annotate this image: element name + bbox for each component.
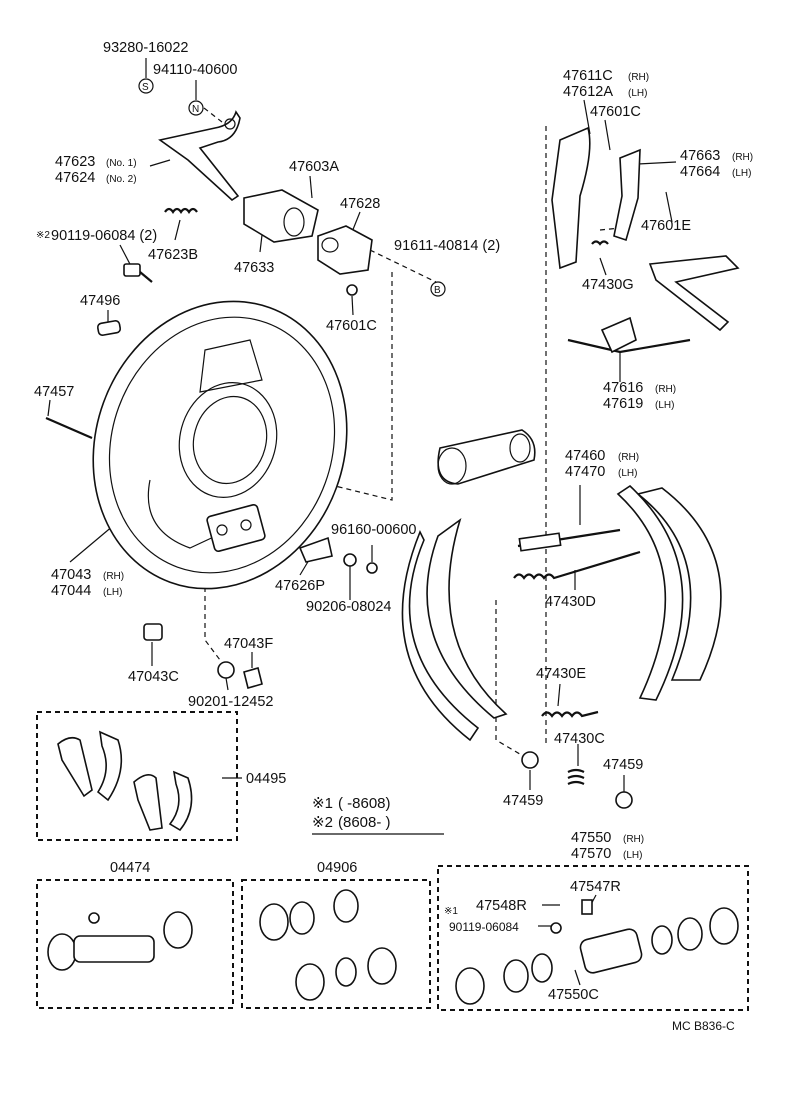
- part-labels: 93280-16022 94110-40600 47623 (No. 1) 47…: [34, 40, 753, 1003]
- label-47624: 47624: [55, 170, 95, 186]
- label-47619: 47619: [603, 396, 643, 412]
- bellcrank-47633: [243, 189, 373, 275]
- return-spring: [164, 207, 198, 214]
- shoe-set-04495: [57, 730, 193, 832]
- label-47430g: 47430G: [582, 277, 634, 293]
- label-04474: 04474: [110, 860, 150, 876]
- label-47603a: 47603A: [289, 159, 339, 175]
- label-90119-06084-2: 90119-06084 (2): [51, 228, 157, 244]
- label-47612a: 47612A: [563, 84, 613, 100]
- label-47623: 47623: [55, 154, 95, 170]
- label-47616: 47616: [603, 380, 643, 396]
- note1-mark: ※1: [312, 795, 333, 812]
- label-47612a-lh: (LH): [628, 88, 647, 99]
- label-47548r: 47548R: [476, 898, 527, 914]
- label-47043c: 47043C: [128, 669, 179, 685]
- label-47496: 47496: [80, 293, 120, 309]
- label-47550-rh: (RH): [623, 834, 644, 845]
- label-04495: 04495: [246, 771, 286, 787]
- label-47043-rh: (RH): [103, 571, 124, 582]
- label-47619-lh: (LH): [655, 400, 674, 411]
- cylinder-kit-04906: [259, 889, 397, 1001]
- label-96160-00600: 96160-00600: [331, 522, 416, 538]
- label-47628: 47628: [340, 196, 380, 212]
- label-47663: 47663: [680, 148, 720, 164]
- shoe-right: [616, 484, 722, 701]
- label-47043: 47043: [51, 567, 91, 583]
- wheel-cylinder-assy-47550: [455, 899, 739, 1005]
- cylinder-kit-04474: [47, 911, 193, 971]
- label-47044: 47044: [51, 583, 91, 599]
- parking-lever-right: [551, 126, 740, 332]
- kit-box-04495: [36, 711, 238, 841]
- shoe-left: [401, 517, 508, 742]
- label-47430e: 47430E: [536, 666, 586, 682]
- parking-brake-lever: [158, 110, 241, 202]
- label-47601e: 47601E: [641, 218, 691, 234]
- note1-text: ( -8608): [338, 795, 391, 812]
- label-90206-08024: 90206-08024: [306, 599, 391, 615]
- label-47460: 47460: [565, 448, 605, 464]
- mark-s: S: [142, 82, 149, 93]
- label-47457: 47457: [34, 384, 74, 400]
- label-47663-rh: (RH): [732, 152, 753, 163]
- kit-box-47550: [437, 865, 749, 1011]
- backing-plate: [92, 300, 348, 590]
- note2-text: (8608- ): [338, 814, 391, 831]
- wheel-cylinder: [437, 429, 536, 485]
- label-47623-note: (No. 1): [106, 158, 137, 169]
- date-notes: ※1 ( -8608) ※2 (8608- ): [312, 795, 444, 835]
- label-47044-lh: (LH): [103, 587, 122, 598]
- label-04906: 04906: [317, 860, 357, 876]
- label-47043f: 47043F: [224, 636, 273, 652]
- label-47550c: 47550C: [548, 987, 599, 1003]
- kit-box-04906: [241, 879, 431, 1009]
- label-47470: 47470: [565, 464, 605, 480]
- label-47626p: 47626P: [275, 578, 325, 594]
- label-47570-lh: (LH): [623, 850, 642, 861]
- label-47601c-b: 47601C: [590, 104, 641, 120]
- label-90201-12452: 90201-12452: [188, 694, 273, 710]
- label-47601c-a: 47601C: [326, 318, 377, 334]
- label-47611c: 47611C: [563, 68, 613, 84]
- mark-n: N: [192, 104, 199, 115]
- label-47550: 47550: [571, 830, 611, 846]
- mark-b: B: [434, 285, 441, 296]
- label-47616-rh: (RH): [655, 384, 676, 395]
- label-47459-b: 47459: [603, 757, 643, 773]
- bolt-s: S N B: [138, 78, 446, 297]
- note2-mark: ※2: [312, 814, 333, 831]
- label-47623b: 47623B: [148, 247, 198, 263]
- label-47611c-rh: (RH): [628, 72, 649, 83]
- label-47633: 47633: [234, 260, 274, 276]
- small-fasteners: [45, 263, 378, 689]
- label-47430c: 47430C: [554, 731, 605, 747]
- shoe-holddown: [521, 751, 633, 809]
- diagram-code: MC B836-C: [672, 1019, 735, 1033]
- ref-mark-2: ※2: [36, 230, 50, 241]
- label-47664: 47664: [680, 164, 720, 180]
- label-47430d: 47430D: [545, 594, 596, 610]
- adjuster-strut: [513, 528, 641, 718]
- label-91611-40814: 91611-40814 (2): [394, 238, 500, 254]
- label-47624-note: (No. 2): [106, 174, 137, 185]
- label-47664-lh: (LH): [732, 168, 751, 179]
- label-47460-rh: (RH): [618, 452, 639, 463]
- label-47547r: 47547R: [570, 879, 621, 895]
- label-93280-16022: 93280-16022: [103, 40, 188, 56]
- label-47459-a: 47459: [503, 793, 543, 809]
- label-90119-06084-b: 90119-06084: [449, 920, 519, 934]
- label-47470-lh: (LH): [618, 468, 637, 479]
- label-94110-40600: 94110-40600: [153, 62, 237, 78]
- label-47570: 47570: [571, 846, 611, 862]
- adjusting-cable: [567, 316, 691, 354]
- ref-mark-1: ※1: [444, 906, 458, 917]
